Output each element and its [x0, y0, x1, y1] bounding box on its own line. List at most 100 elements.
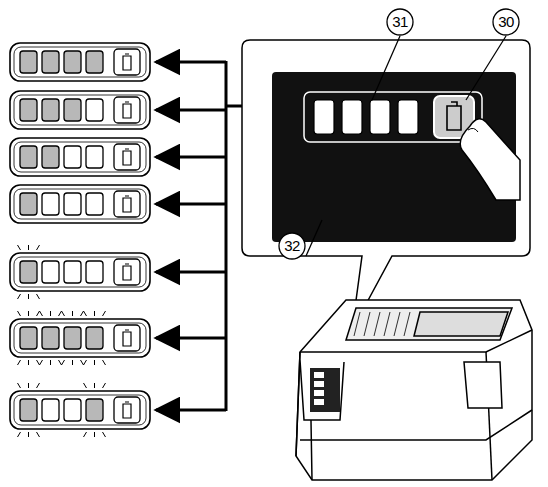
blink-mark	[103, 383, 106, 388]
blink-mark	[28, 360, 29, 365]
blink-mark	[18, 360, 21, 365]
arrow	[156, 337, 226, 340]
callout-circle	[493, 9, 519, 35]
blink-mark	[84, 360, 87, 365]
lamp	[86, 146, 103, 168]
rail	[414, 312, 508, 336]
check-button	[114, 144, 140, 170]
lamp	[86, 327, 103, 349]
terminal-slot	[354, 312, 360, 336]
terminal-slot	[384, 312, 390, 336]
lamp	[370, 100, 390, 134]
blink-mark	[28, 294, 29, 299]
blink-mark	[62, 311, 65, 316]
lamp	[314, 399, 324, 405]
battery-top	[346, 308, 512, 340]
lamp	[86, 193, 103, 215]
terminal-slot	[364, 312, 370, 336]
check-button	[114, 259, 140, 285]
terminal-slot	[374, 312, 380, 336]
blink-mark	[37, 294, 40, 299]
blink-mark	[18, 245, 21, 250]
callout-number: 31	[387, 9, 413, 35]
blink-mark	[72, 360, 73, 365]
blink-mark	[94, 311, 95, 316]
lamp	[20, 146, 37, 168]
terminal-slot	[404, 312, 410, 336]
blink-mark	[28, 245, 29, 250]
check-button	[114, 97, 140, 123]
blink-mark	[94, 360, 95, 365]
battery-symbol	[123, 196, 131, 212]
blink-mark	[37, 311, 40, 316]
zoom-bubble	[242, 40, 530, 330]
lamp	[42, 399, 59, 421]
blink-mark	[81, 360, 84, 365]
lamp	[64, 51, 81, 73]
lamp	[314, 390, 324, 396]
indicator-state	[10, 43, 226, 81]
indicator-outline	[10, 43, 150, 81]
callout-number: 30	[493, 9, 519, 35]
blink-mark	[84, 311, 87, 316]
lamp	[20, 193, 37, 215]
indicator-outline	[10, 91, 150, 129]
indicator-state	[10, 383, 226, 437]
blink-mark	[59, 360, 62, 365]
blink-mark	[37, 383, 40, 388]
arrow	[156, 61, 226, 64]
lamp	[314, 381, 324, 387]
battery-pack	[296, 300, 532, 480]
latch	[464, 362, 502, 408]
blink-mark	[37, 245, 40, 250]
blink-mark	[50, 360, 51, 365]
lamp	[20, 99, 37, 121]
blink-mark	[81, 311, 84, 316]
indicator-outline	[10, 185, 150, 223]
check-button	[114, 191, 140, 217]
blink-mark	[37, 360, 40, 365]
lamp	[42, 99, 59, 121]
lamp	[20, 261, 37, 283]
lamp	[86, 51, 103, 73]
lamp	[314, 372, 324, 378]
arrow	[156, 109, 226, 112]
battery-symbol	[123, 149, 131, 165]
blink-mark	[40, 311, 43, 316]
blink-mark	[94, 383, 95, 388]
indicator-outline	[14, 257, 146, 287]
lamp	[86, 261, 103, 283]
indicator-state	[10, 311, 226, 365]
finger-nail	[468, 128, 478, 132]
lamp	[64, 261, 81, 283]
lamp	[398, 100, 418, 134]
blink-mark	[62, 360, 65, 365]
lamp	[64, 99, 81, 121]
indicator-outline	[14, 395, 146, 425]
indicator-state	[10, 245, 226, 299]
lamp	[20, 399, 37, 421]
callout-number: 32	[279, 233, 305, 259]
indicator-outline	[10, 253, 150, 291]
lamp	[64, 399, 81, 421]
blink-mark	[103, 360, 106, 365]
blink-mark	[50, 311, 51, 316]
blink-mark	[28, 311, 29, 316]
lamp	[342, 100, 362, 134]
callout-circle	[279, 233, 305, 259]
battery-symbol	[447, 102, 461, 130]
terminal-slot	[394, 312, 400, 336]
blink-mark	[103, 311, 106, 316]
blink-mark	[72, 311, 73, 316]
blink-mark	[37, 432, 40, 437]
blink-mark	[40, 360, 43, 365]
bus-line	[225, 61, 228, 411]
blink-mark	[84, 383, 87, 388]
leader-line	[372, 36, 400, 100]
lamp	[20, 327, 37, 349]
blink-mark	[59, 311, 62, 316]
indicator-outline	[14, 95, 146, 125]
indicator-state	[10, 91, 226, 129]
